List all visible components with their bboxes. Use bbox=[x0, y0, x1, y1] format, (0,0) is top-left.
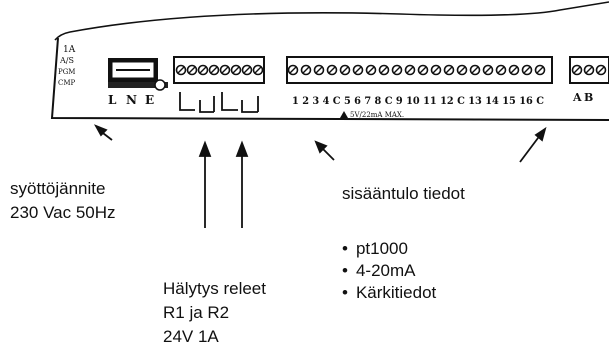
terminal-screw-slot bbox=[484, 66, 492, 74]
terminal-screw-slot bbox=[432, 66, 440, 74]
list-item: 4-20mA bbox=[342, 260, 436, 282]
svg-text:CMP: CMP bbox=[58, 79, 76, 87]
terminal-screw-slot bbox=[199, 66, 207, 74]
comm-terminal-block: A B bbox=[569, 56, 609, 104]
power-supply-label: syöttöjännite bbox=[10, 179, 106, 198]
terminal-screw-slot bbox=[254, 66, 262, 74]
svg-text:A/S: A/S bbox=[59, 56, 74, 65]
terminal-screw-slot bbox=[315, 66, 323, 74]
input-left-arrow bbox=[314, 140, 335, 161]
terminal-screw-slot bbox=[177, 66, 185, 74]
input-terminal-block bbox=[286, 56, 553, 84]
relay-terminal-block bbox=[173, 56, 265, 113]
terminal-screw-slot bbox=[302, 66, 310, 74]
svg-text:E: E bbox=[145, 93, 154, 107]
alarm-relay-label: Hälytys releet bbox=[163, 279, 266, 298]
input-data-label: sisääntulo tiedot bbox=[342, 184, 465, 203]
terminal-screw-slot bbox=[354, 66, 362, 74]
terminal-screw-slot bbox=[380, 66, 388, 74]
svg-text:PGM: PGM bbox=[58, 68, 75, 76]
terminal-screw-slot bbox=[188, 66, 196, 74]
terminal-screw-slot bbox=[597, 66, 605, 74]
alarm-relay-names: R1 ja R2 bbox=[163, 303, 230, 322]
svg-text:1A: 1A bbox=[63, 45, 76, 55]
svg-text:B: B bbox=[584, 91, 593, 104]
terminal-screw-slot bbox=[328, 66, 336, 74]
input-limit-note: 5V/22mA MAX. bbox=[350, 111, 404, 119]
terminal-screw-slot bbox=[393, 66, 401, 74]
svg-text:L: L bbox=[108, 93, 117, 107]
power-connector bbox=[108, 58, 168, 91]
terminal-screw-slot bbox=[445, 66, 453, 74]
terminal-screw-slot bbox=[406, 66, 414, 74]
terminal-screw-slot bbox=[523, 66, 531, 74]
relay-r1-arrow bbox=[198, 140, 212, 228]
relay-r2-arrow bbox=[235, 140, 249, 228]
board-side-labels: 1A A/S PGM CMP bbox=[58, 45, 76, 87]
terminal-screw-slot bbox=[367, 66, 375, 74]
terminal-screw-slot bbox=[341, 66, 349, 74]
terminal-screw-slot bbox=[573, 66, 581, 74]
terminal-screw-slot bbox=[585, 66, 593, 74]
board-outline bbox=[54, 1, 609, 41]
terminal-screw-slot bbox=[419, 66, 427, 74]
list-item: Kärkitiedot bbox=[342, 282, 436, 304]
terminal-screw-slot bbox=[221, 66, 229, 74]
power-supply-spec: 230 Vac 50Hz bbox=[10, 203, 116, 222]
terminal-screw-slot bbox=[471, 66, 479, 74]
list-item: pt1000 bbox=[342, 238, 436, 260]
terminal-screw-slot bbox=[232, 66, 240, 74]
power-arrow bbox=[93, 124, 113, 141]
terminal-screw-slot bbox=[510, 66, 518, 74]
terminal-screw-slot bbox=[536, 66, 544, 74]
terminal-screw-slot bbox=[210, 66, 218, 74]
terminal-screw-slot bbox=[243, 66, 251, 74]
board-bottom-edge bbox=[50, 37, 609, 121]
warning-triangle-icon bbox=[340, 111, 348, 118]
input-type-list: pt1000 4-20mA Kärkitiedot bbox=[342, 238, 436, 304]
svg-text:N: N bbox=[126, 93, 137, 107]
input-right-arrow bbox=[519, 126, 547, 163]
input-terminal-numbers: 1 2 3 4 C 5 6 7 8 C 9 10 11 12 C 13 14 1… bbox=[292, 96, 544, 107]
terminal-screw-slot bbox=[497, 66, 505, 74]
terminal-screw-slot bbox=[289, 66, 297, 74]
alarm-relay-spec: 24V 1A bbox=[163, 327, 219, 346]
power-terminal-labels: L N E bbox=[108, 93, 154, 107]
svg-text:A: A bbox=[572, 91, 582, 104]
terminal-screw-slot bbox=[458, 66, 466, 74]
